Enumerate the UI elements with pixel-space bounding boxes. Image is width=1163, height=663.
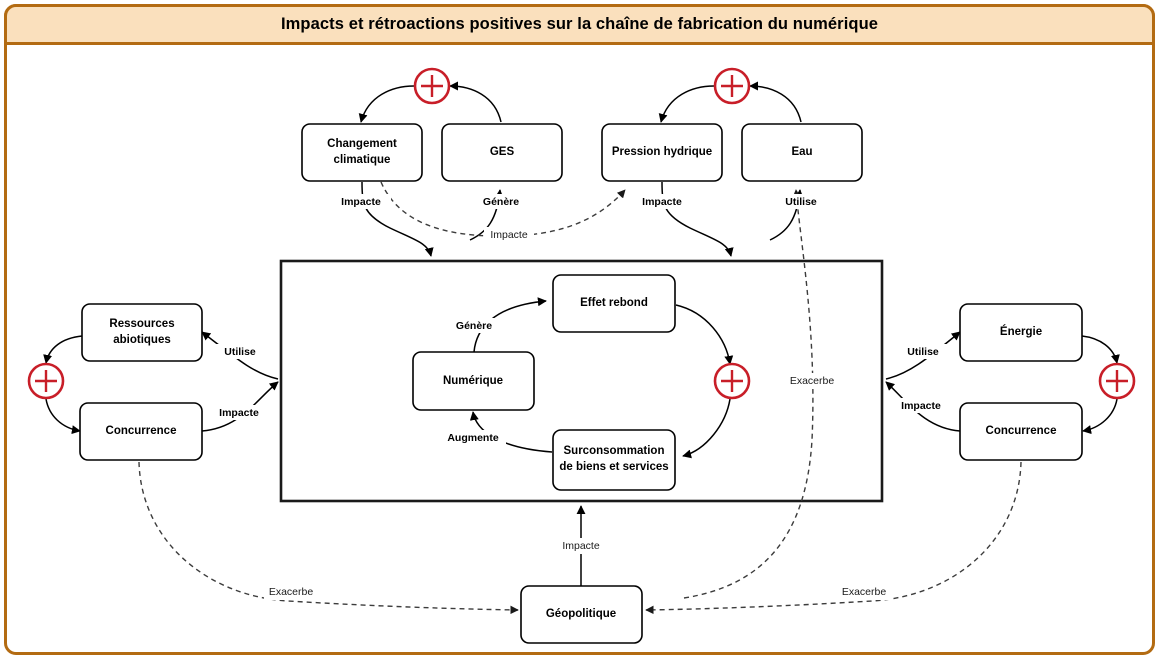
edge-plus-left-to-concurrence bbox=[45, 398, 81, 435]
svg-text:Impacte: Impacte bbox=[219, 407, 259, 419]
edge-label-geo-impacte: Impacte bbox=[552, 538, 610, 554]
edge-label-exacerbe-centre: Exacerbe bbox=[784, 373, 840, 389]
edge-label-eau-utilise: Utilise bbox=[777, 194, 825, 209]
node-effet-rebond-label: Effet rebond bbox=[580, 297, 648, 309]
svg-text:Utilise: Utilise bbox=[785, 196, 817, 208]
svg-text:Exacerbe: Exacerbe bbox=[842, 586, 887, 598]
node-pression-hydrique-label: Pression hydrique bbox=[612, 146, 712, 158]
svg-text:Exacerbe: Exacerbe bbox=[790, 375, 835, 387]
plus-marker-right bbox=[1098, 362, 1136, 400]
edge-label-conc-droite-impacte: Impacte bbox=[892, 398, 950, 413]
edge-ressources-abiotiques-to-plus-left bbox=[43, 335, 83, 364]
svg-text:Exacerbe: Exacerbe bbox=[269, 586, 314, 598]
edge-plus-to-surconsommation bbox=[682, 398, 731, 459]
node-ressources-abiotiques-label-line2: abiotiques bbox=[113, 334, 171, 346]
svg-text:Impacte: Impacte bbox=[642, 196, 682, 208]
edge-label-cc-impacte: Impacte bbox=[333, 194, 391, 209]
node-surconsommation-label-line2: de biens et services bbox=[559, 461, 668, 473]
svg-text:Utilise: Utilise bbox=[224, 346, 256, 358]
node-changement-climatique-label-line2: climatique bbox=[334, 154, 391, 166]
edge-label-exacerbe-droite: Exacerbe bbox=[836, 584, 892, 600]
node-ges-rect[interactable] bbox=[441, 123, 563, 182]
node-concurrence-gauche-label: Concurrence bbox=[106, 425, 177, 437]
node-ressources-abiotiques[interactable]: Ressources abiotiques bbox=[81, 303, 203, 362]
edge-label-augmente-numerique: Augmente bbox=[441, 430, 506, 445]
node-concurrence-gauche-rect[interactable] bbox=[79, 402, 203, 461]
plus-marker-left bbox=[27, 362, 65, 400]
node-concurrence-droite-label: Concurrence bbox=[986, 425, 1057, 437]
node-concurrence-droite-rect[interactable] bbox=[959, 402, 1083, 461]
edge-label-energie-utilise: Utilise bbox=[899, 344, 947, 359]
node-surconsommation[interactable]: Surconsommation de biens et services bbox=[552, 429, 676, 491]
node-surconsommation-rect[interactable] bbox=[552, 429, 676, 491]
edge-pression-hydrique-impacte bbox=[661, 181, 734, 257]
central-system-container bbox=[279, 259, 884, 503]
edge-plus-to-pression-hydrique bbox=[658, 85, 715, 123]
node-ges[interactable]: GES bbox=[441, 123, 563, 182]
edge-exacerbe-concurrence-gauche-to-geopolitique bbox=[138, 461, 519, 615]
plus-marker-center bbox=[713, 362, 751, 400]
edge-exacerbe-geopolitique-to-eau bbox=[683, 189, 814, 599]
node-effet-rebond[interactable]: Effet rebond bbox=[552, 274, 676, 333]
node-geopolitique[interactable]: Géopolitique bbox=[520, 585, 643, 644]
node-changement-climatique-rect[interactable] bbox=[301, 123, 423, 182]
edge-label-ges-genere: Génère bbox=[475, 194, 527, 209]
edge-plus-to-changement-climatique bbox=[358, 85, 415, 123]
title-bar: Impacts et rétroactions positives sur la… bbox=[4, 4, 1155, 45]
node-concurrence-gauche[interactable]: Concurrence bbox=[79, 402, 203, 461]
node-pression-hydrique[interactable]: Pression hydrique bbox=[601, 123, 723, 182]
svg-text:Impacte: Impacte bbox=[901, 400, 941, 412]
node-numerique[interactable]: Numérique bbox=[412, 351, 535, 411]
node-energie[interactable]: Énergie bbox=[959, 303, 1083, 362]
svg-text:Impacte: Impacte bbox=[562, 540, 600, 552]
node-eau[interactable]: Eau bbox=[741, 123, 863, 182]
page-title: Impacts et rétroactions positives sur la… bbox=[280, 15, 879, 33]
edge-utilise-energie bbox=[885, 331, 961, 380]
node-concurrence-droite[interactable]: Concurrence bbox=[959, 402, 1083, 461]
node-energie-label: Énergie bbox=[1000, 325, 1042, 338]
node-energie-rect[interactable] bbox=[959, 303, 1083, 362]
edge-ges-to-plus bbox=[449, 81, 502, 123]
svg-text:Génère: Génère bbox=[456, 320, 492, 332]
node-ressources-abiotiques-label-line1: Ressources bbox=[109, 318, 174, 330]
edge-label-ra-utilise: Utilise bbox=[216, 344, 264, 359]
svg-text:Génère: Génère bbox=[483, 196, 519, 208]
edge-label-impacte-dashed: Impacte bbox=[484, 227, 534, 242]
node-numerique-rect[interactable] bbox=[412, 351, 535, 411]
node-ges-label: GES bbox=[490, 146, 515, 158]
node-changement-climatique-label-line1: Changement bbox=[327, 138, 397, 150]
edge-exacerbe-concurrence-droite-to-geopolitique bbox=[645, 461, 1022, 615]
node-numerique-label: Numérique bbox=[443, 375, 503, 387]
svg-text:Impacte: Impacte bbox=[490, 229, 528, 241]
edge-utilise-ressources-abiotiques bbox=[201, 331, 279, 380]
edge-effet-rebond-to-plus bbox=[675, 304, 734, 365]
node-eau-label: Eau bbox=[791, 146, 812, 158]
svg-text:Utilise: Utilise bbox=[907, 346, 939, 358]
plus-marker-top-left bbox=[413, 67, 451, 105]
node-surconsommation-label-line1: Surconsommation bbox=[564, 445, 665, 457]
edge-label-conc-gauche-impacte: Impacte bbox=[210, 405, 268, 420]
edge-label-exacerbe-gauche: Exacerbe bbox=[264, 584, 320, 600]
node-geopolitique-rect[interactable] bbox=[520, 585, 643, 644]
node-changement-climatique[interactable]: Changement climatique bbox=[301, 123, 423, 182]
svg-text:Impacte: Impacte bbox=[341, 196, 381, 208]
edge-changement-climatique-impacte bbox=[361, 181, 434, 257]
plus-marker-top-right bbox=[713, 67, 751, 105]
node-effet-rebond-rect[interactable] bbox=[552, 274, 676, 333]
svg-text:Augmente: Augmente bbox=[447, 432, 498, 444]
edge-energie-to-plus-right bbox=[1081, 335, 1120, 364]
node-ressources-abiotiques-rect[interactable] bbox=[81, 303, 203, 362]
node-pression-hydrique-rect[interactable] bbox=[601, 123, 723, 182]
node-geopolitique-label: Géopolitique bbox=[546, 608, 616, 620]
edge-label-ph-impacte: Impacte bbox=[634, 194, 692, 209]
edge-plus-right-to-concurrence-droite bbox=[1082, 398, 1118, 435]
edge-label-genere-rebond: Génère bbox=[448, 318, 500, 333]
node-eau-rect[interactable] bbox=[741, 123, 863, 182]
edge-eau-to-plus bbox=[749, 81, 802, 123]
